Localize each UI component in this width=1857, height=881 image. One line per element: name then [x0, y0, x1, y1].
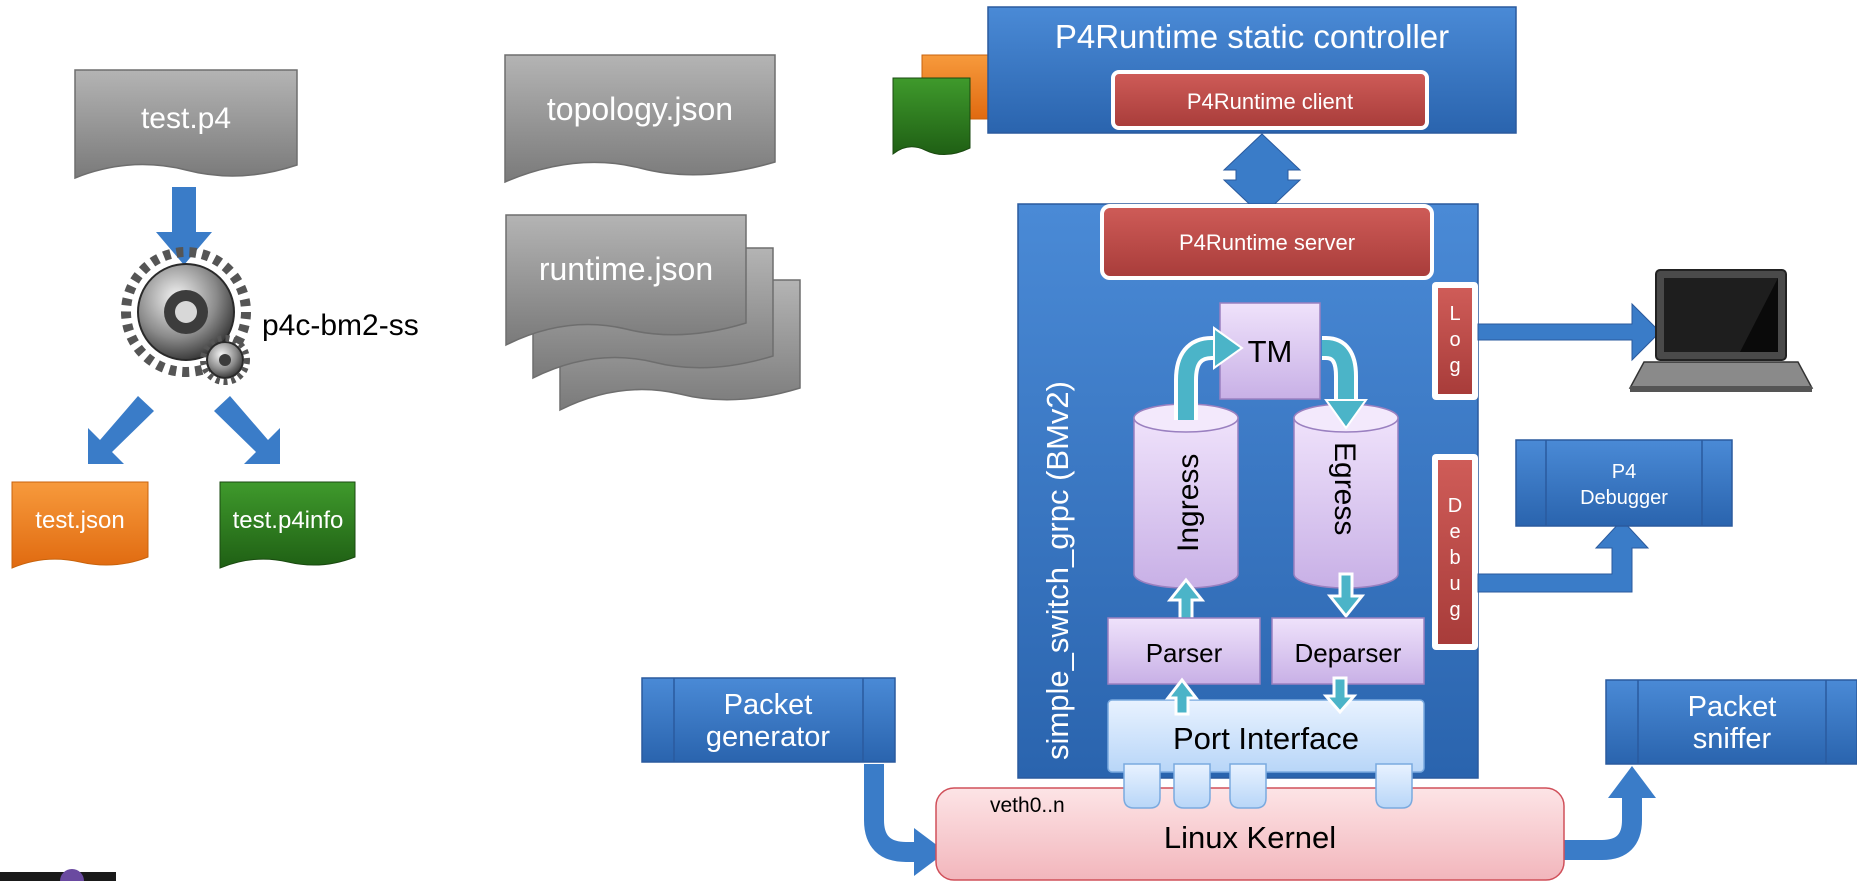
- test-json-file: test.json: [11, 481, 149, 569]
- ingress-pipeline: Ingress: [1133, 403, 1239, 589]
- veth-ports: [1123, 763, 1413, 809]
- generator-to-kernel-arrow: [864, 764, 946, 876]
- switch-title: simple_switch_grpc (BMv2): [1040, 381, 1075, 760]
- debug-panel: D D e b u g: [1432, 454, 1478, 650]
- log-to-laptop-arrow: [1477, 302, 1661, 362]
- arrow-to-test-json: [88, 396, 154, 464]
- p4runtime-server: P4Runtime server: [1100, 204, 1434, 280]
- topology-json-label: topology.json: [547, 91, 733, 127]
- egress-pipeline: Egress: [1293, 403, 1399, 589]
- logo-icon: [0, 869, 116, 881]
- kernel-to-sniffer-arrow: [1562, 766, 1656, 860]
- packet-generator: Packet generator: [641, 677, 896, 763]
- debug-to-debugger-arrow: [1477, 519, 1650, 593]
- parser: Parser: [1107, 617, 1261, 685]
- egress-to-deparser-arrow: [1326, 572, 1366, 619]
- deparser-to-port-arrow: [1322, 676, 1358, 715]
- sniffer-line2: sniffer: [1693, 723, 1772, 755]
- tm-to-egress-arrow: [1322, 336, 1368, 430]
- port-to-parser-arrow: [1164, 677, 1200, 716]
- p4runtime-client: [1111, 70, 1429, 130]
- port-interface: Port Interface: [1107, 699, 1425, 773]
- ingress-to-tm-arrow: [1174, 326, 1244, 420]
- log-panel: L o g: [1432, 282, 1478, 400]
- ingress-label: Ingress: [1172, 454, 1205, 552]
- topology-json-file: topology.json: [504, 54, 776, 184]
- log-letter-o: o: [1449, 329, 1460, 351]
- bmv2-switch: simple_switch_grpc (BMv2): [1017, 203, 1479, 779]
- gear-icon: [121, 247, 251, 385]
- log-letter-g: g: [1449, 355, 1460, 377]
- compiler-label: p4c-bm2-ss: [262, 309, 419, 342]
- generator-line1: Packet: [724, 689, 813, 721]
- debugger-line2: Debugger: [1580, 487, 1668, 509]
- kernel-label: Linux Kernel: [1164, 820, 1336, 855]
- generator-line2: generator: [706, 721, 830, 753]
- controller-file-icons: [892, 54, 1001, 156]
- p4runtime-client-label: P4Runtime client: [1187, 89, 1353, 114]
- test-p4-label: test.p4: [141, 102, 231, 135]
- parser-to-ingress-arrow: [1166, 577, 1206, 622]
- debug-letter-g: g: [1449, 599, 1460, 621]
- sniffer-line1: Packet: [1688, 691, 1777, 723]
- debugger-line1: P4: [1612, 461, 1636, 483]
- parser-label: Parser: [1146, 638, 1223, 668]
- port-interface-label: Port Interface: [1173, 721, 1359, 756]
- p4-debugger: P4 Debugger: [1515, 439, 1733, 527]
- test-json-label: test.json: [35, 507, 124, 534]
- runtime-json-label: runtime.json: [539, 251, 713, 287]
- debug-letter-d2: D: [1448, 495, 1462, 517]
- tm-label: TM: [1248, 334, 1293, 369]
- p4runtime-server-label: P4Runtime server: [1179, 230, 1355, 255]
- egress-label: Egress: [1328, 442, 1361, 535]
- debug-letter-u: u: [1449, 573, 1460, 595]
- deparser: Deparser: [1271, 617, 1425, 685]
- log-letter-l: L: [1449, 303, 1460, 325]
- controller-title: P4Runtime static controller: [1055, 18, 1449, 55]
- veth-label: veth0..n: [990, 794, 1065, 817]
- compile-arrow-down: [156, 187, 212, 265]
- linux-kernel: Linux Kernel veth0..n: [935, 787, 1565, 881]
- runtime-json-file-stack: runtime.json: [505, 214, 801, 412]
- test-p4info-label: test.p4info: [233, 507, 344, 534]
- test-p4info-file: test.p4info: [219, 481, 356, 569]
- p4runtime-controller: P4Runtime static controller P4Runtime cl…: [987, 6, 1517, 134]
- test-p4-file: test.p4: [74, 69, 298, 180]
- arrow-to-test-p4info: [214, 396, 280, 464]
- debug-letter-e: e: [1449, 521, 1460, 543]
- deparser-label: Deparser: [1295, 638, 1402, 668]
- debug-letter-b: b: [1449, 547, 1460, 569]
- packet-sniffer: Packet sniffer: [1605, 679, 1857, 765]
- laptop-icon: [1628, 269, 1814, 392]
